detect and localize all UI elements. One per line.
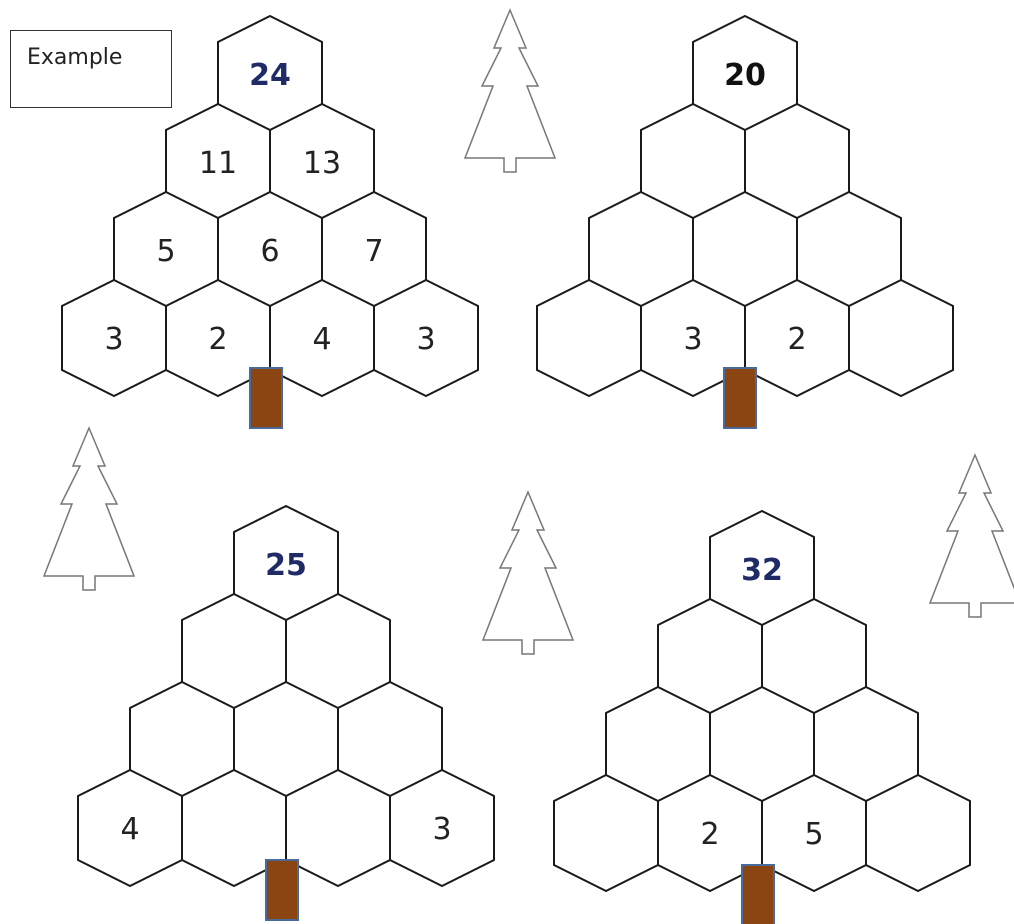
empty-hex-cell[interactable] [848,278,954,398]
hex-cell [389,768,495,888]
cell-number: 7 [364,234,383,269]
cell-number: 5 [156,234,175,269]
cell-number: 2 [208,322,227,357]
cell-number: 3 [104,322,123,357]
decorative-pine-tree-icon [481,490,575,655]
cell-number: 2 [787,322,806,357]
empty-hex-cell[interactable] [865,773,971,893]
decorative-pine-tree-icon [928,453,1014,618]
hex-tree-puzzle-3: 32 2 5 [553,509,971,924]
tree-trunk [741,864,775,924]
top-number: 25 [265,548,307,583]
cell-number: 5 [804,817,823,852]
empty-hex-cell[interactable] [285,768,391,888]
cell-number: 13 [303,146,341,181]
tree-trunk [265,859,299,921]
top-number: 20 [724,58,766,93]
cell-number: 4 [120,812,139,847]
hex-tree-puzzle-2: 25 4 3 [77,504,495,921]
decorative-pine-tree-icon [463,8,557,173]
example-label: Example [27,45,123,70]
empty-hex-cell[interactable] [536,278,642,398]
example-label-box: Example [10,30,172,108]
tree-trunk [249,367,283,429]
cell-number: 11 [199,146,237,181]
decorative-pine-tree-icon [42,426,136,591]
cell-number: 3 [432,812,451,847]
cell-number: 3 [683,322,702,357]
cell-number: 4 [312,322,331,357]
empty-hex-cell[interactable] [553,773,659,893]
hex-cell [373,278,479,398]
cell-number: 3 [416,322,435,357]
tree-trunk [723,367,757,429]
cell-number: 2 [700,817,719,852]
cell-number: 6 [260,234,279,269]
top-number: 24 [249,58,291,93]
top-number: 32 [741,553,783,588]
